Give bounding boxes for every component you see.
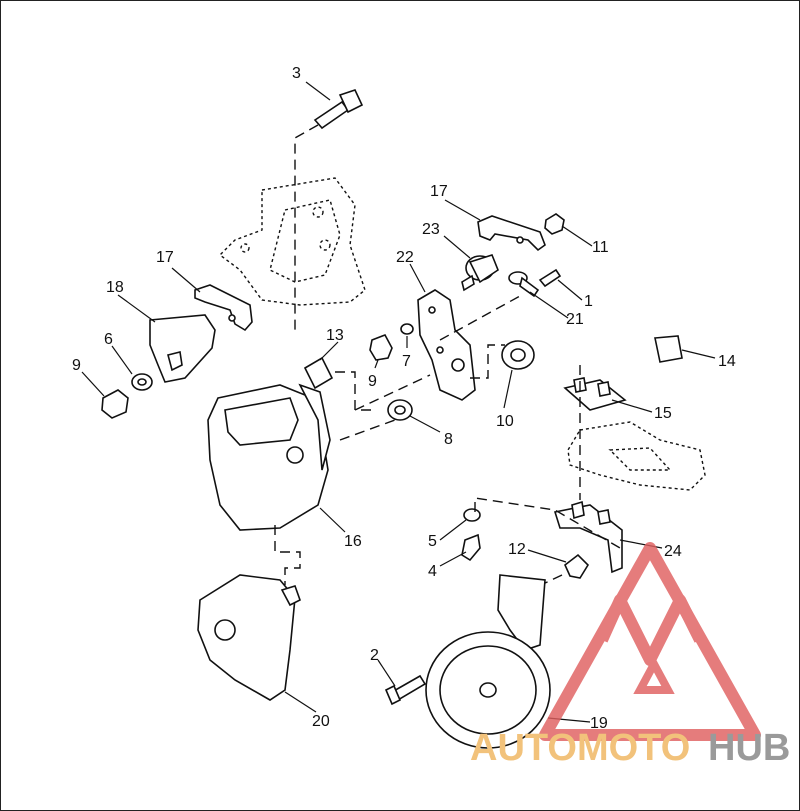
callout-7: 7 [402, 353, 411, 370]
washer-5 [463, 508, 481, 522]
bolt-2 [384, 674, 427, 706]
grommet-23 [461, 254, 499, 292]
callout-9: 9 [368, 373, 377, 390]
callout-1: 1 [584, 293, 593, 310]
callout-15: 15 [654, 405, 672, 422]
washer-6 [131, 373, 153, 391]
bracket-17-left [194, 284, 253, 332]
callout-12: 12 [508, 541, 526, 558]
nut-9-center [369, 334, 393, 361]
bracket-17-right [477, 215, 546, 252]
horn-bracket-22 [417, 289, 476, 401]
horn-cover-16 [207, 383, 331, 531]
callout-14: 14 [718, 353, 736, 370]
callout-9: 9 [72, 357, 81, 374]
bolt-3 [313, 89, 364, 130]
watermark-word-a: AUTOMOTO [470, 727, 690, 769]
lock-washer-8 [387, 399, 413, 421]
callout-6: 6 [104, 331, 113, 348]
callout-3: 3 [292, 65, 301, 82]
screw-4 [461, 533, 481, 562]
horn-bracket-24 [553, 500, 623, 574]
callout-23: 23 [422, 221, 440, 238]
watermark-word-b: HUB [708, 727, 790, 769]
callout-17: 17 [430, 183, 448, 200]
cap-14 [654, 335, 683, 363]
callout-18: 18 [106, 279, 124, 296]
screw-1 [538, 268, 562, 288]
callout-11: 11 [592, 239, 609, 256]
callout-17: 17 [156, 249, 174, 266]
frame-mount-bracket [218, 177, 366, 306]
washer-7 [400, 323, 414, 335]
clip-13 [303, 356, 334, 390]
callout-13: 13 [326, 327, 344, 344]
leader-lines [81, 81, 716, 723]
frame-mount-right [567, 421, 706, 491]
plate-18 [149, 314, 216, 383]
nut-plate-15 [563, 377, 627, 411]
nut-9-left [101, 389, 129, 419]
horn-19 [425, 574, 551, 749]
terminal-21 [508, 271, 540, 298]
watermark-wordmark: AUTOMOTO HUB [470, 727, 790, 769]
callout-10: 10 [496, 413, 514, 430]
callout-20: 20 [312, 713, 330, 730]
nut-11 [544, 213, 565, 235]
callout-24: 24 [664, 543, 682, 560]
callout-5: 5 [428, 533, 437, 550]
nut-10 [501, 340, 535, 370]
callout-22: 22 [396, 249, 414, 266]
callout-16: 16 [344, 533, 362, 550]
callout-4: 4 [428, 563, 437, 580]
callout-19: 19 [590, 715, 608, 732]
callout-labels: 3 17 17 18 6 9 13 9 7 8 16 23 22 11 1 21… [72, 65, 736, 732]
callout-2: 2 [370, 647, 379, 664]
horn-20 [197, 574, 301, 701]
spacer-12 [564, 553, 590, 579]
callout-8: 8 [444, 431, 453, 448]
callout-21: 21 [566, 311, 584, 328]
watermark-logo [539, 542, 761, 741]
